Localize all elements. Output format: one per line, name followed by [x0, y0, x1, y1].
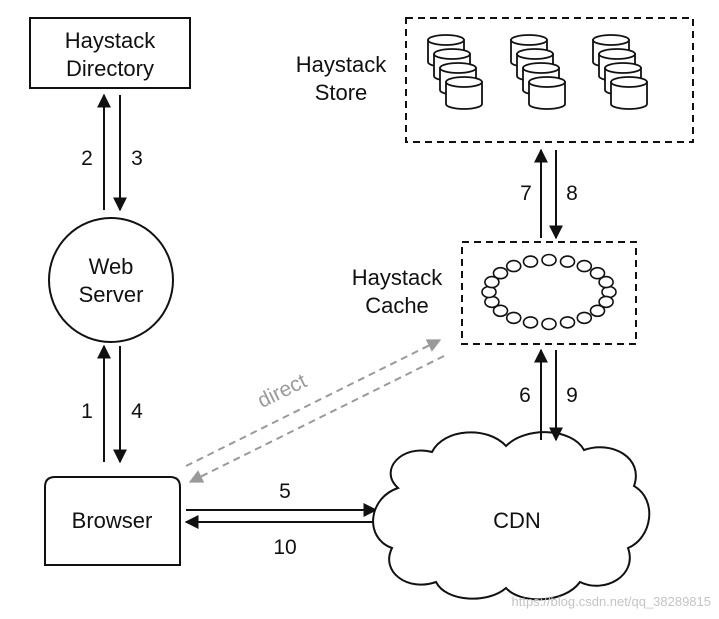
- browser-node: Browser: [44, 476, 181, 566]
- watermark: https://blog.csdn.net/qq_38289815: [512, 594, 712, 609]
- step-1-label: 1: [81, 400, 93, 423]
- store-disks: [427, 34, 648, 110]
- cache-node-icon: [576, 259, 593, 273]
- cache-node-icon: [492, 266, 509, 280]
- cache-node-icon: [541, 253, 557, 267]
- cache-node-icon: [589, 266, 606, 280]
- cdn-cloud: CDN: [372, 431, 651, 601]
- step-9-label: 9: [566, 384, 578, 407]
- cache-node-icon: [505, 259, 522, 273]
- cdn-label: CDN: [493, 508, 541, 533]
- haystack-cache-box: [461, 241, 637, 345]
- step-10-label: 10: [273, 536, 296, 559]
- direct-label: direct: [254, 369, 310, 412]
- disk-icon: [445, 76, 483, 110]
- cache-node-icon: [576, 311, 593, 325]
- cache-node-icon: [484, 275, 500, 289]
- step-7-label: 7: [520, 182, 532, 205]
- cache-node-icon: [505, 311, 522, 325]
- web-server-label-line2: Server: [79, 282, 144, 307]
- cache-node-icon: [598, 275, 614, 289]
- directory-label-line1: Haystack: [65, 28, 156, 53]
- step-6-label: 6: [519, 384, 531, 407]
- step-2-label: 2: [81, 147, 93, 170]
- cache-label-line1: Haystack: [352, 265, 443, 290]
- haystack-directory-box: Haystack Directory: [29, 17, 191, 89]
- browser-label: Browser: [72, 508, 153, 533]
- cache-node-icon: [589, 304, 606, 318]
- step-8-label: 8: [566, 182, 578, 205]
- step-5-label: 5: [279, 480, 291, 503]
- disk-icon: [528, 76, 566, 110]
- disk-icon: [610, 76, 648, 110]
- cache-node-icon: [559, 255, 576, 268]
- cache-node-icon: [522, 255, 539, 268]
- store-label-line2: Store: [315, 80, 368, 105]
- cache-node-icon: [492, 304, 509, 318]
- haystack-store-box: [405, 17, 694, 143]
- cache-ring: [481, 253, 617, 331]
- direct-arrow-up: [185, 339, 442, 467]
- store-label-line1: Haystack: [296, 52, 387, 77]
- web-server-label-line1: Web: [89, 254, 134, 279]
- cache-node-icon: [559, 316, 576, 329]
- cache-node-icon: [522, 316, 539, 329]
- directory-label-line2: Directory: [66, 56, 154, 81]
- step-4-label: 4: [131, 400, 143, 423]
- cache-label-line2: Cache: [365, 293, 429, 318]
- step-3-label: 3: [131, 147, 143, 170]
- web-server-node: Web Server: [48, 217, 174, 343]
- cache-node-icon: [541, 317, 557, 331]
- cache-node-icon: [598, 295, 614, 309]
